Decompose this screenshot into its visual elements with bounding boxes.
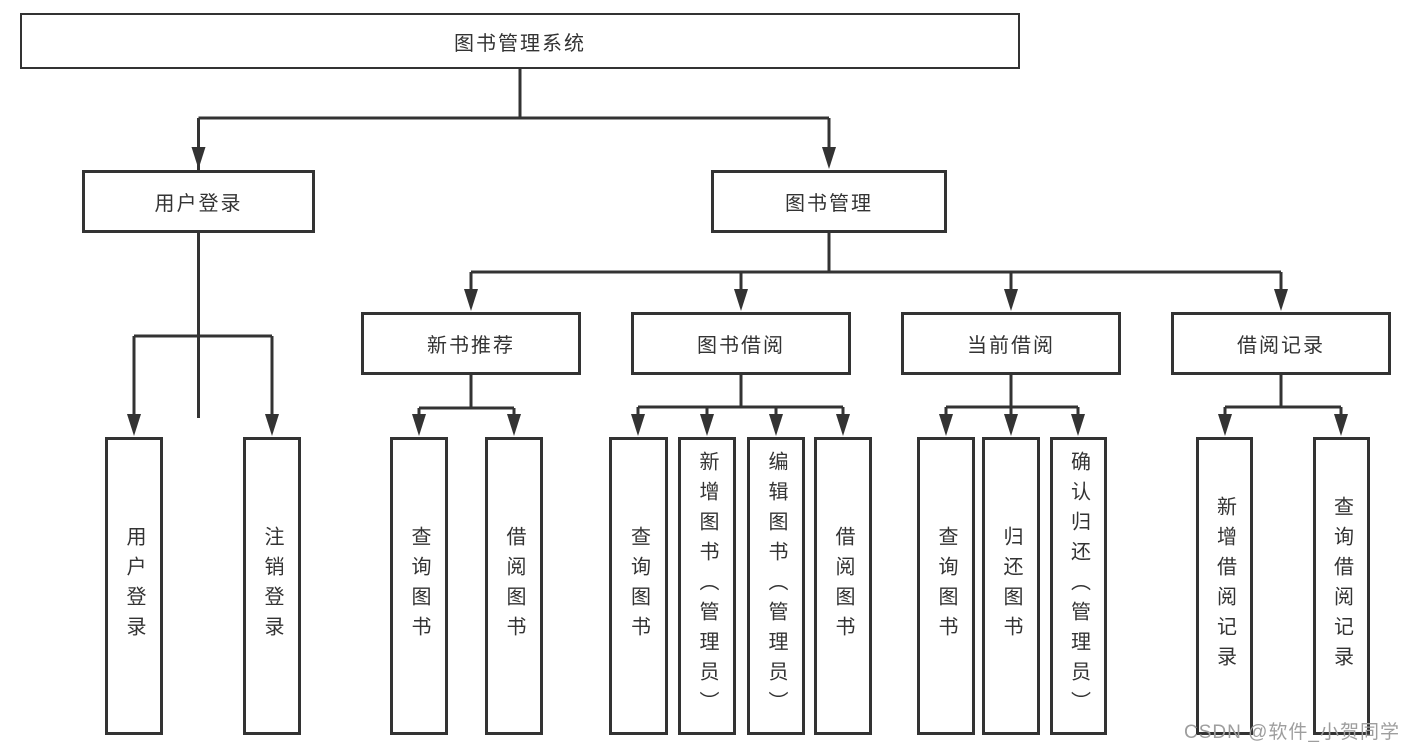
leaf-user-login: 用户登录 <box>105 437 163 735</box>
arrow-down-icon <box>1274 289 1288 311</box>
node-book-borrow: 图书借阅 <box>631 312 851 375</box>
leaf-borrow-book: 借阅图书 <box>814 437 872 735</box>
leaf-add-book-admin: 新增图书（管理员） <box>678 437 736 735</box>
arrow-down-icon <box>1218 414 1232 436</box>
connector-edges <box>132 69 1343 418</box>
arrow-down-icon <box>1334 414 1348 436</box>
arrow-down-icon <box>507 414 521 436</box>
leaf-recommend-borrow-book: 借阅图书 <box>485 437 543 735</box>
arrow-down-icon <box>1071 414 1085 436</box>
node-user-login: 用户登录 <box>82 170 315 233</box>
arrow-down-icon <box>1004 414 1018 436</box>
arrow-down-icon <box>939 414 953 436</box>
arrow-down-icon <box>822 147 836 169</box>
arrow-down-icon <box>631 414 645 436</box>
csdn-watermark: CSDN @软件_小贺同学 <box>1184 722 1400 743</box>
leaf-query-borrow-record: 查询借阅记录 <box>1313 437 1370 735</box>
leaf-add-borrow-record: 新增借阅记录 <box>1196 437 1253 735</box>
node-library-management-system: 图书管理系统 <box>20 13 1020 69</box>
node-borrow-records: 借阅记录 <box>1171 312 1391 375</box>
arrow-down-icon <box>769 414 783 436</box>
arrowhead-icons <box>127 147 1348 436</box>
leaf-logout: 注销登录 <box>243 437 301 735</box>
arrow-down-icon <box>734 289 748 311</box>
arrow-down-icon <box>191 147 206 169</box>
arrow-down-icon <box>836 414 850 436</box>
arrow-down-icon <box>265 414 279 436</box>
leaf-return-book: 归还图书 <box>982 437 1040 735</box>
node-book-management: 图书管理 <box>711 170 947 233</box>
node-current-borrow: 当前借阅 <box>901 312 1121 375</box>
arrow-down-icon <box>1004 289 1018 311</box>
leaf-edit-book-admin: 编辑图书（管理员） <box>747 437 805 735</box>
arrow-down-icon <box>127 414 141 436</box>
arrow-down-icon <box>464 289 478 311</box>
leaf-current-query-book: 查询图书 <box>917 437 975 735</box>
node-new-book-recommend: 新书推荐 <box>361 312 581 375</box>
arrow-down-icon <box>700 414 714 436</box>
leaf-recommend-query-book: 查询图书 <box>390 437 448 735</box>
leaf-borrow-query-book: 查询图书 <box>609 437 668 735</box>
arrow-down-icon <box>412 414 426 436</box>
leaf-confirm-return-admin: 确认归还（管理员） <box>1050 437 1107 735</box>
